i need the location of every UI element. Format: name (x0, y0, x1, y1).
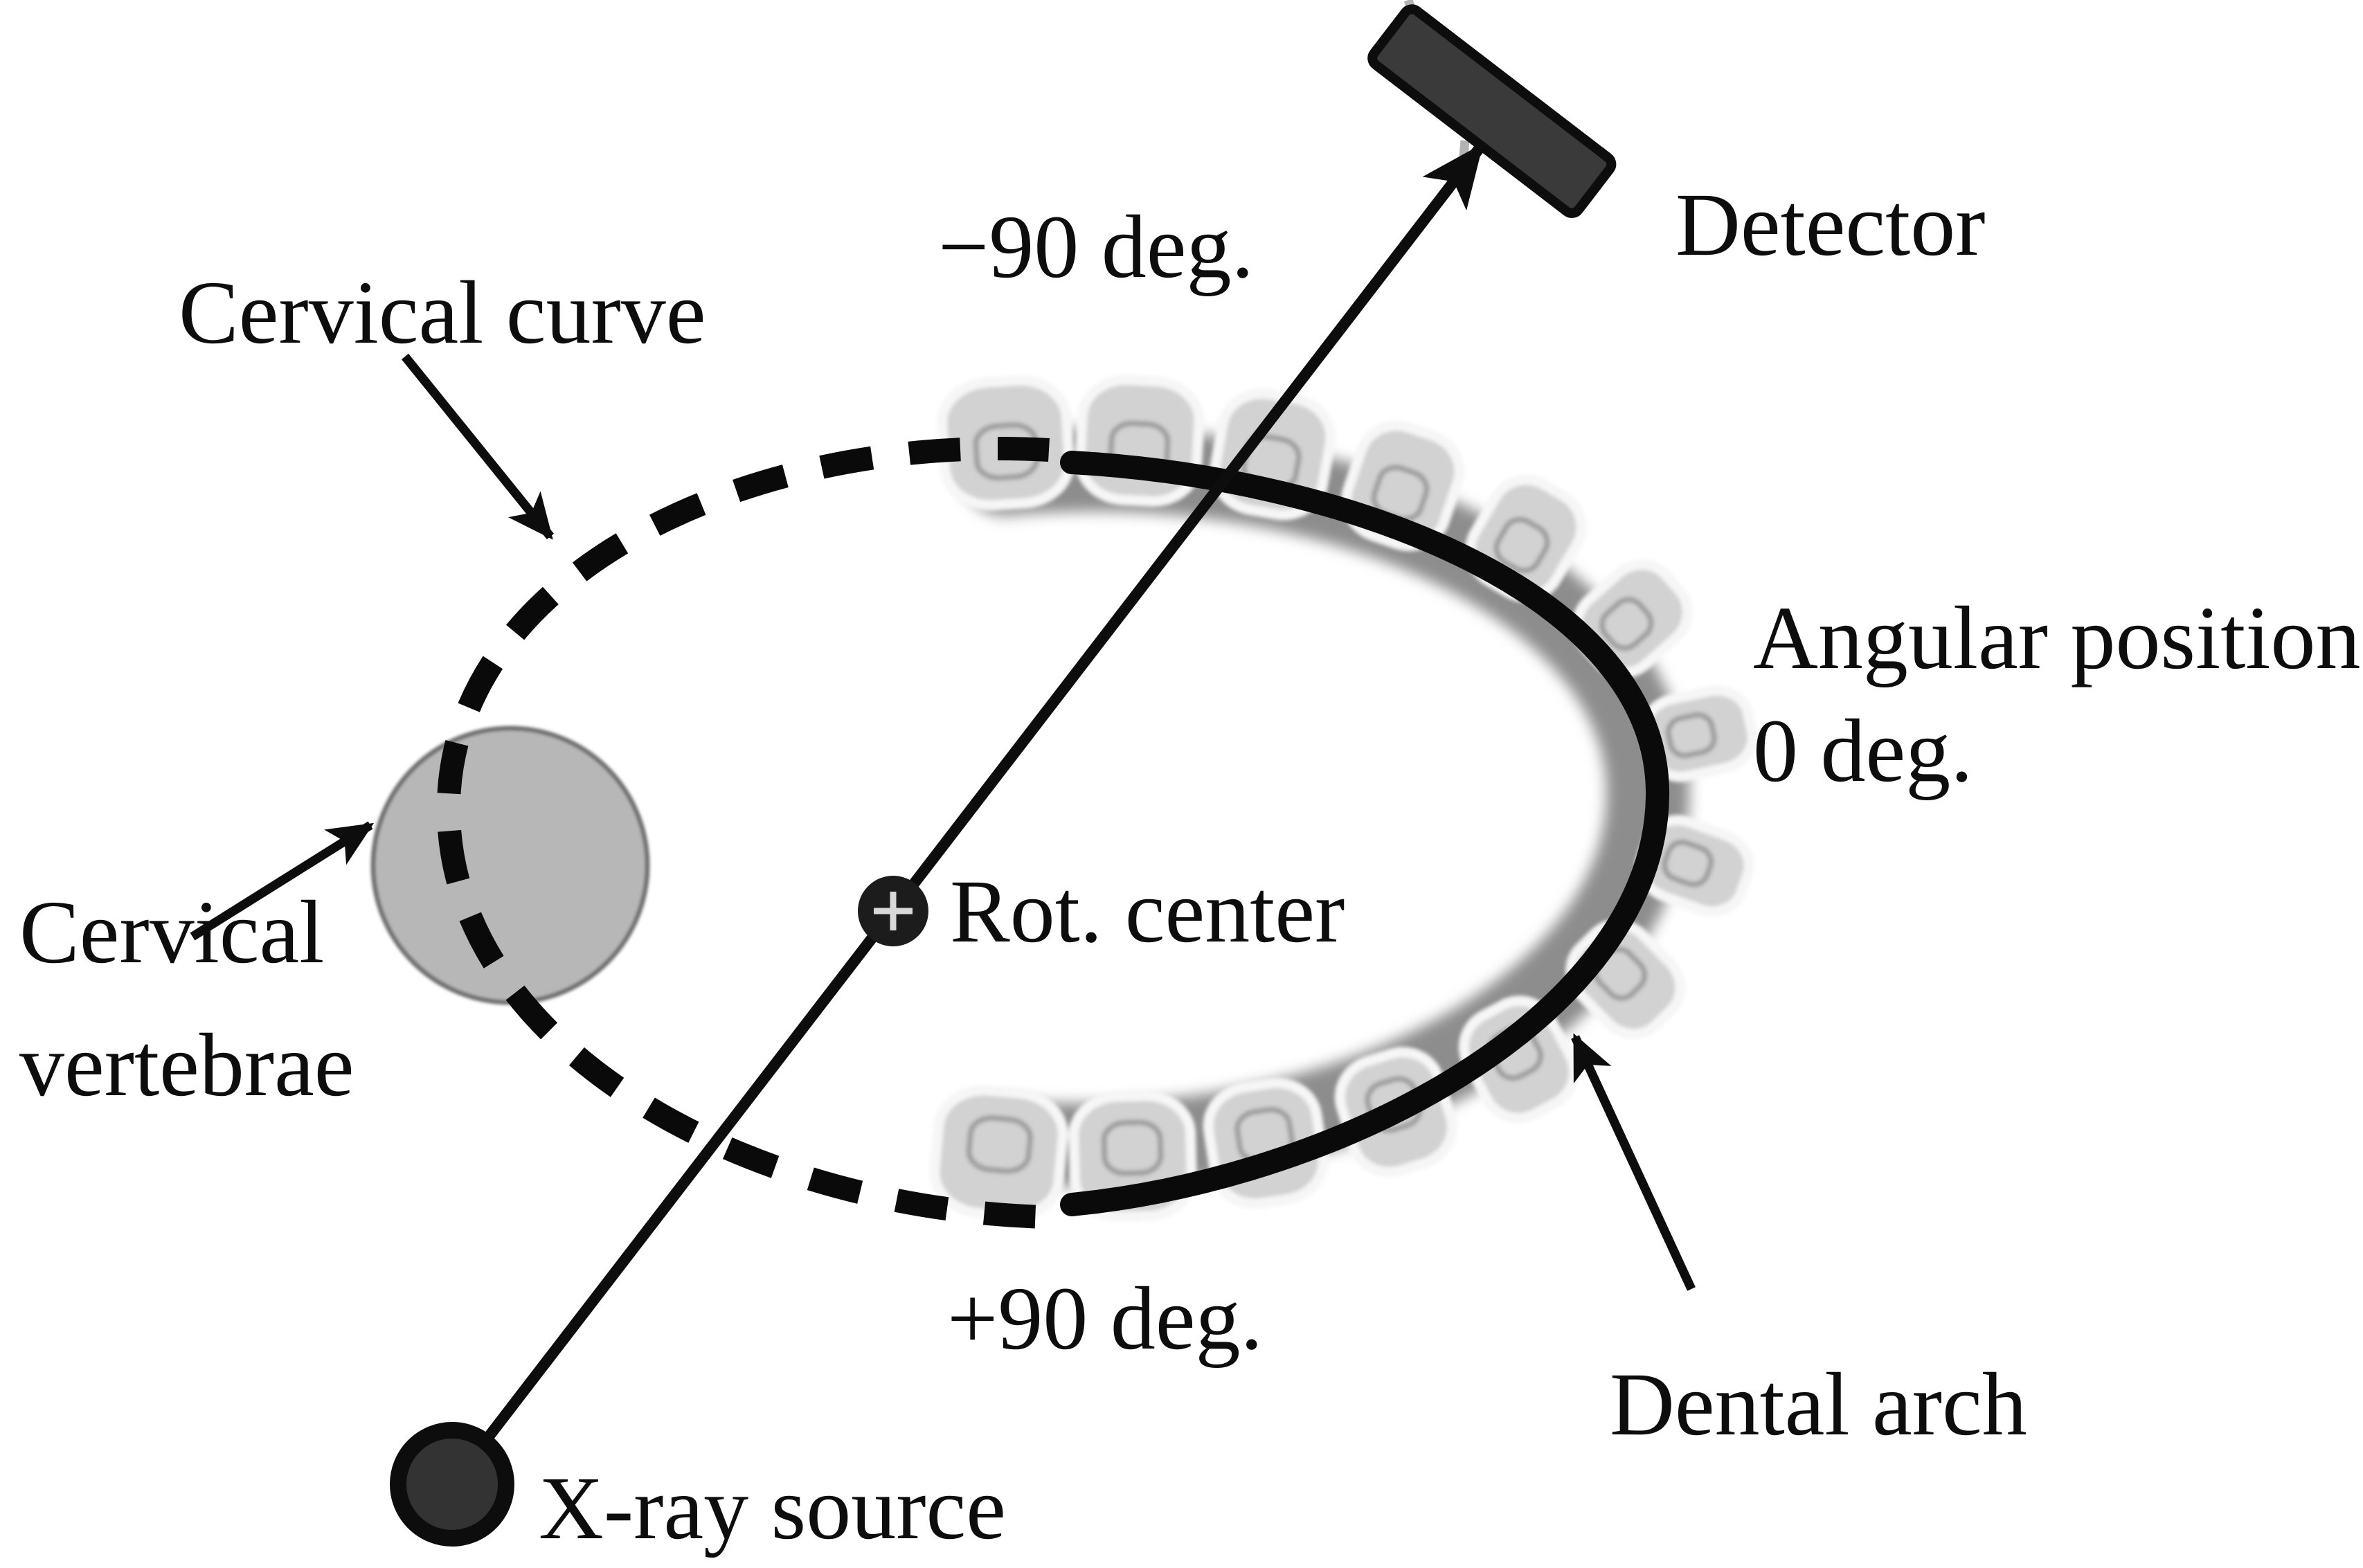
detector-label: Detector (1675, 175, 1986, 275)
dental-arch-arrow (1571, 1033, 1696, 1291)
dental-arch-curve (1060, 451, 1670, 1216)
dental-arch-guide-path (959, 440, 1706, 1157)
dental-arch-label: Dental arch (1610, 1355, 2027, 1454)
angular-position-label-line2: 0 deg. (1753, 701, 1973, 801)
cervical-vertebrae-label-line2: vertebrae (19, 1016, 354, 1115)
tooth (1639, 685, 1758, 782)
xray-source-label: X-ray source (539, 1459, 1006, 1558)
plus-90-deg-label: +90 deg. (947, 1269, 1263, 1369)
beam-line (447, 142, 1486, 1488)
dental-arch-halo (959, 440, 1706, 1157)
detector-plate (1367, 4, 1617, 218)
tooth (1458, 995, 1579, 1124)
tooth (1635, 815, 1754, 917)
cervical-curve-dashed (436, 436, 1050, 1229)
cervical-vertebrae-arrow (190, 821, 375, 941)
angular-position-label-line1: Angular position (1753, 588, 2360, 688)
cervical-vertebrae-circle (370, 726, 650, 1005)
cervical-curve-arrow (401, 353, 555, 540)
minus-90-deg-label: −90 deg. (938, 197, 1254, 297)
xray-source-circle (390, 1422, 514, 1547)
rot-center-label: Rot. center (950, 862, 1345, 962)
teeth-group (929, 375, 1758, 1223)
dental-arch-band (959, 440, 1706, 1157)
rotation-center-marker (858, 876, 928, 946)
tooth (929, 1085, 1068, 1222)
cervical-curve-label: Cervical curve (179, 263, 706, 363)
cervical-vertebrae-label-line1: Cervical (19, 883, 324, 982)
